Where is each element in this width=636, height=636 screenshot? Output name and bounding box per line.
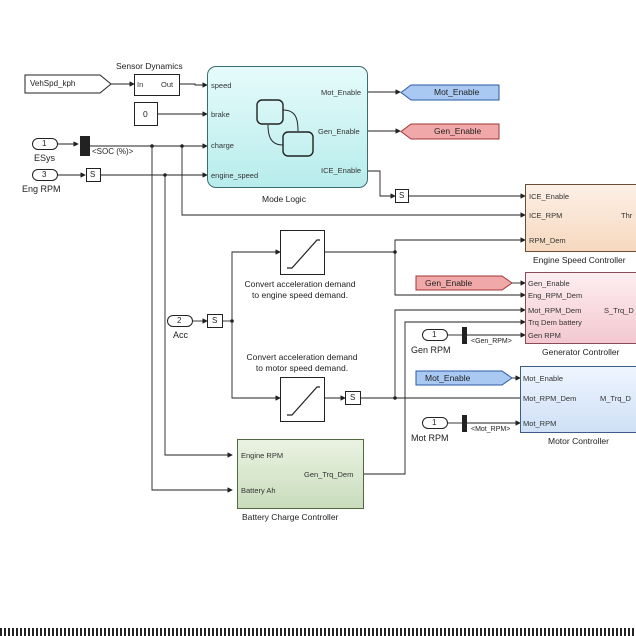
vehspd-from-block[interactable] <box>24 74 112 94</box>
constant-value: 0 <box>143 109 148 119</box>
wire-speed <box>179 82 208 88</box>
mode-in-engine-speed: engine_speed <box>211 171 259 180</box>
wire-acc-engine <box>231 249 281 321</box>
battery-charge-controller-name: Battery Charge Controller <box>242 512 339 522</box>
acc-conversion-block[interactable] <box>207 314 223 328</box>
gen-rpm-bus-label: <Gen_RPM> <box>471 338 512 345</box>
gen-in-mot-rpm-dem: Mot_RPM_Dem <box>528 306 582 315</box>
goto-mot-enable[interactable] <box>400 84 500 101</box>
generator-controller-name: Generator Controller <box>542 347 620 357</box>
inport-engrpm-number: 3 <box>42 170 47 179</box>
stateflow-icon <box>256 99 314 157</box>
mode-in-brake: brake <box>211 110 230 119</box>
sensor-dynamics-block[interactable] <box>134 74 180 96</box>
mode-in-speed: speed <box>211 81 232 90</box>
motor-controller-name: Motor Controller <box>548 436 609 446</box>
inport-mot-rpm-number: 1 <box>432 418 437 427</box>
ice-conversion-block[interactable] <box>395 189 409 203</box>
sensor-dynamics-title: Sensor Dynamics <box>116 61 183 71</box>
inport-acc[interactable] <box>167 315 193 327</box>
battery-charge-controller[interactable] <box>237 439 364 509</box>
wire-rpm-dem <box>325 237 526 253</box>
goto-mot-enable-label: Mot_Enable <box>434 87 480 97</box>
from-mot-enable-label: Mot_Enable <box>425 373 471 383</box>
wire-trq-dem <box>364 319 526 475</box>
wire-eng-rpm-dem <box>394 252 526 298</box>
motor-conversion-note: Convert acceleration demand to motor spe… <box>246 352 358 373</box>
wire-ice-enable <box>368 170 396 199</box>
gen-in-gen-enable: Gen_Enable <box>528 279 570 288</box>
from-gen-enable[interactable] <box>415 275 513 291</box>
lookup-curve-icon <box>287 239 320 269</box>
mode-out-gen-enable: Gen_Enable <box>318 127 360 136</box>
inport-engrpm-label: Eng RPM <box>22 184 61 194</box>
inport-gen-rpm-number: 1 <box>432 330 437 339</box>
sensor-out-port: Out <box>161 80 174 89</box>
constant-block[interactable] <box>134 102 158 126</box>
engine-conversion-note: Convert acceleration demand to engine sp… <box>244 279 356 300</box>
engrpm-conversion-block[interactable] <box>86 168 101 182</box>
bcc-out-gen-trq-dem: Gen_Trq_Dem <box>304 470 354 479</box>
gen-rpm-bus-selector[interactable] <box>462 327 467 344</box>
engine-speed-controller-name: Engine Speed Controller <box>533 255 626 265</box>
inport-gen-rpm-label: Gen RPM <box>411 345 451 355</box>
mot-out-partial: M_Trq_D <box>600 394 631 403</box>
inport-esys-number: 1 <box>42 139 47 148</box>
mode-out-ice-enable: ICE_Enable <box>321 166 362 175</box>
from-gen-enable-label: Gen_Enable <box>425 278 473 288</box>
mode-logic-name: Mode Logic <box>262 194 306 204</box>
vehspd-label: VehSpd_kph <box>30 79 76 88</box>
inport-esys-label: ESys <box>34 153 56 163</box>
mode-out-mot-enable: Mot_Enable <box>321 88 362 97</box>
ice-conversion-glyph: S <box>399 191 405 200</box>
gen-out-partial: S_Trq_D <box>604 306 634 315</box>
inport-acc-number: 2 <box>177 316 182 325</box>
motor-conversion-block[interactable] <box>345 391 361 405</box>
gen-in-trq-dem: Trq Dem battery <box>528 318 582 327</box>
soc-signal-label: <SOC (%)> <box>92 147 134 156</box>
esc-out-partial: Thr <box>621 211 633 220</box>
lookup-curve-icon-motor <box>287 386 320 416</box>
inport-acc-label: Acc <box>173 330 189 340</box>
inport-gen-rpm[interactable] <box>422 329 448 341</box>
wire-engine-rpm <box>164 175 233 458</box>
bcc-in-battery-ah: Battery Ah <box>241 486 276 495</box>
inport-engrpm[interactable] <box>32 169 58 181</box>
wire-acc-motor <box>231 321 281 401</box>
mot-in-mot-enable: Mot_Enable <box>523 374 564 383</box>
wire-battery-ah <box>151 146 233 493</box>
esc-in-ice-rpm: ICE_RPM <box>529 211 563 220</box>
mode-logic-chart[interactable] <box>207 66 368 188</box>
engine-speed-controller[interactable] <box>525 184 636 252</box>
motor-conversion-glyph: S <box>350 393 356 402</box>
motor-controller[interactable] <box>520 366 636 433</box>
mot-in-mot-rpm: Mot_RPM <box>523 419 557 428</box>
mot-rpm-bus-label: <Mot_RPM> <box>471 426 511 433</box>
inport-mot-rpm[interactable] <box>422 417 448 429</box>
dotted-border <box>0 628 636 636</box>
generator-controller[interactable] <box>525 272 636 344</box>
mode-in-charge: charge <box>211 141 234 150</box>
from-mot-enable[interactable] <box>415 370 513 386</box>
gen-in-eng-rpm-dem: Eng_RPM_Dem <box>528 291 583 300</box>
esc-in-rpm-dem: RPM_Dem <box>529 236 566 245</box>
goto-gen-enable-label: Gen_Enable <box>434 126 482 136</box>
acc-conversion-glyph: S <box>212 316 218 325</box>
inport-esys[interactable] <box>32 138 58 150</box>
goto-gen-enable[interactable] <box>400 123 500 140</box>
esc-in-ice-enable: ICE_Enable <box>529 192 570 201</box>
gen-in-gen-rpm: Gen RPM <box>528 331 561 340</box>
inport-mot-rpm-label: Mot RPM <box>411 433 449 443</box>
mot-rpm-bus-selector[interactable] <box>462 415 467 432</box>
wire-mot-rpm-dem-gen <box>361 307 526 399</box>
bus-selector[interactable] <box>80 136 90 156</box>
wire-ice-rpm <box>181 146 526 218</box>
bcc-in-engine-rpm: Engine RPM <box>241 451 284 460</box>
mot-in-mot-rpm-dem: Mot_RPM_Dem <box>523 394 577 403</box>
engrpm-conversion-glyph: S <box>90 170 96 179</box>
sensor-in-port: In <box>137 80 144 89</box>
